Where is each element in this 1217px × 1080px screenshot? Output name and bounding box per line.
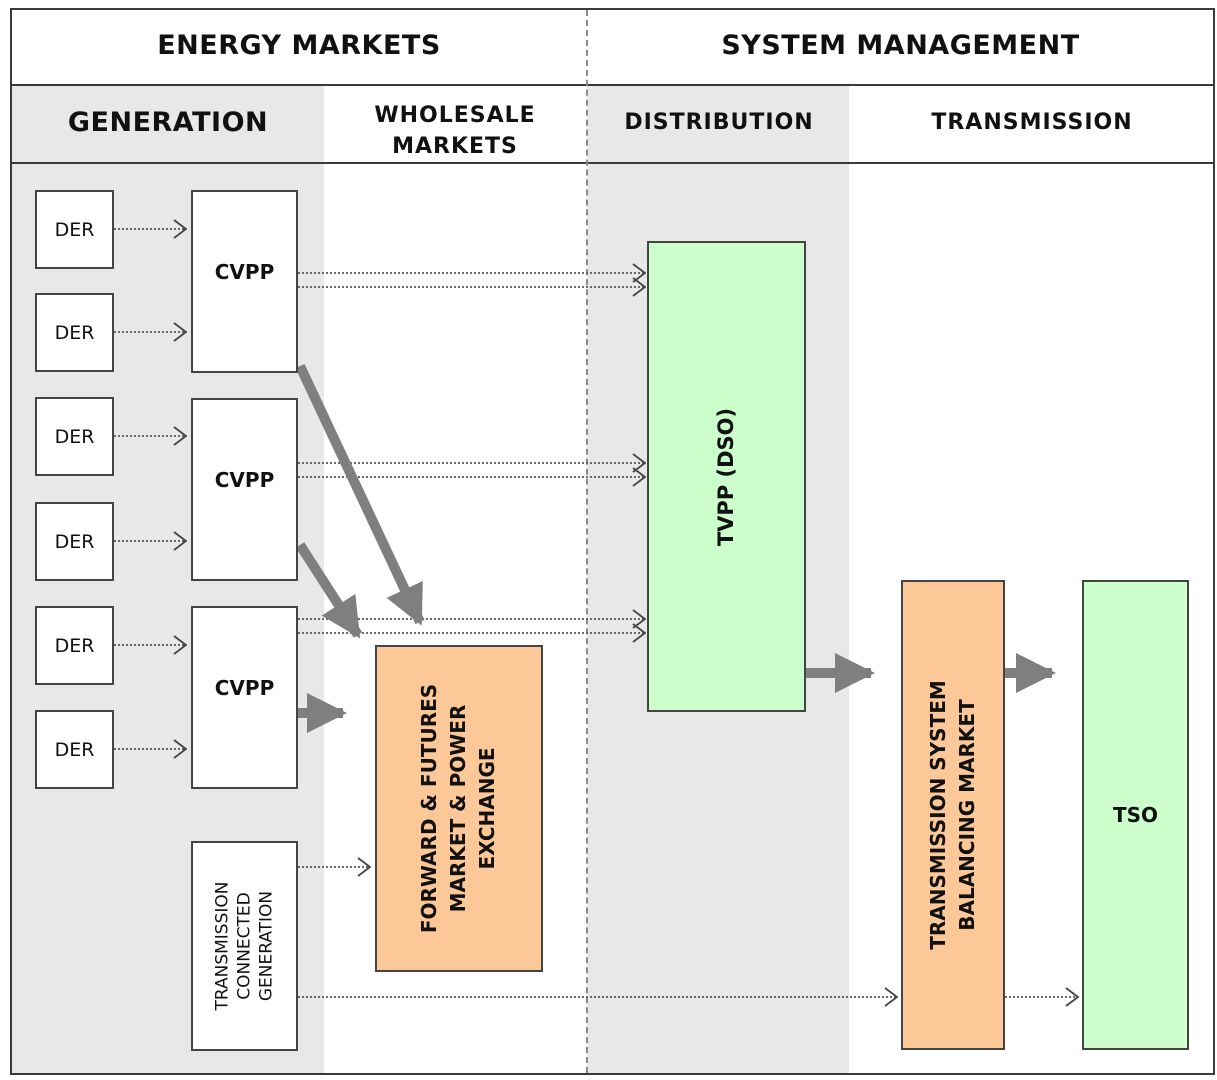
distribution-heading: DISTRIBUTION [624,110,814,135]
wholesale-heading-line1: WHOLESALE [374,103,536,128]
cvpp-box: CVPP [191,606,298,789]
wholesale-markets-heading: WHOLESALE MARKETS [324,100,586,162]
tso-box: TSO [1082,580,1189,1050]
tso-label: TSO [1112,803,1159,827]
tcg-label-line2: CONNECTED [234,892,255,1000]
cvpp-box: CVPP [191,398,298,581]
transmission-connected-generation-box: TRANSMISSION CONNECTED GENERATION [191,841,298,1051]
cvpp-box: CVPP [191,190,298,373]
transmission-heading: TRANSMISSION [931,110,1133,135]
der-box: DER [35,190,114,269]
der-box: DER [35,710,114,789]
diagram-frame [10,8,1215,1075]
forward-label-line2: MARKET & POWER [446,704,471,913]
cvpp-label: CVPP [214,468,275,492]
column-header-divider [10,162,1215,164]
tcg-label-line3: GENERATION [256,890,277,1002]
wholesale-heading-line2: MARKETS [392,134,518,159]
der-label: DER [54,321,95,344]
generation-heading: GENERATION [67,107,269,138]
forward-futures-market-box: FORWARD & FUTURES MARKET & POWER EXCHANG… [375,645,543,972]
cvpp-label: CVPP [214,260,275,284]
tvpp-dso-box: TVPP (DSO) [647,241,806,712]
tcg-label-line1: TRANSMISSION [212,881,233,1011]
der-box: DER [35,502,114,581]
cvpp1-to-forward-arrow [295,363,425,626]
forward-label-line3: EXCHANGE [475,747,500,870]
der-label: DER [54,738,95,761]
market-system-divider [586,10,588,1073]
der-box: DER [35,606,114,685]
der-label: DER [54,425,95,448]
system-management-heading: SYSTEM MANAGEMENT [721,30,1080,61]
der-label: DER [54,634,95,657]
energy-markets-heading: ENERGY MARKETS [157,30,441,61]
tsbm-label-line1: TRANSMISSION SYSTEM [926,680,950,950]
cvpp-label: CVPP [214,676,275,700]
tsbm-label-line2: BALANCING MARKET [955,699,979,931]
der-box: DER [35,397,114,476]
tvpp-label: TVPP (DSO) [714,407,739,546]
cvpp2-to-forward-arrow [295,542,363,639]
der-box: DER [35,293,114,372]
der-label: DER [54,218,95,241]
header-divider [10,84,1215,86]
forward-label-line1: FORWARD & FUTURES [417,683,442,934]
der-label: DER [54,530,95,553]
transmission-balancing-market-box: TRANSMISSION SYSTEM BALANCING MARKET [901,580,1005,1050]
